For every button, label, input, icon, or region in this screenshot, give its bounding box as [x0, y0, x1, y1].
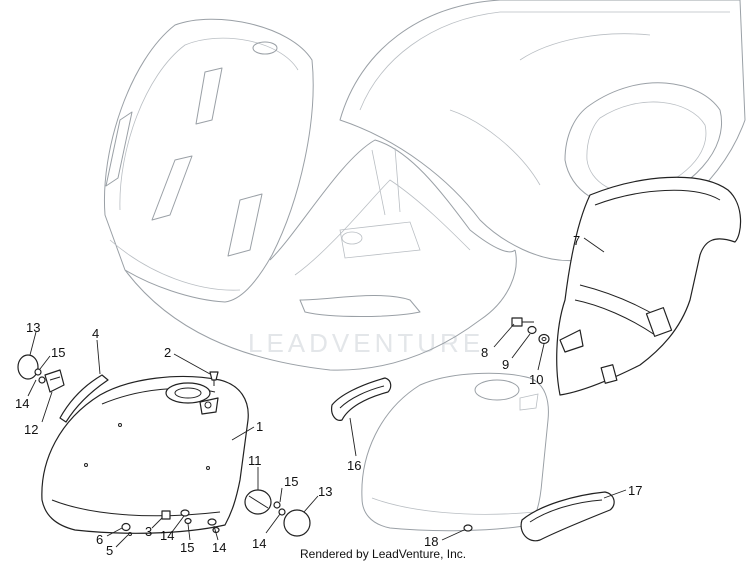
- callout-15: 15: [284, 474, 298, 489]
- part-17-gasket: [520, 491, 615, 542]
- part-4-gasket: [59, 374, 109, 423]
- watermark-text: LEADVENTURE: [248, 328, 484, 358]
- render-credit: Rendered by LeadVenture, Inc.: [300, 547, 466, 561]
- callout-1: 1: [256, 419, 263, 434]
- callout-8: 8: [481, 345, 488, 360]
- callout-9: 9: [502, 357, 509, 372]
- callout-14: 14: [160, 528, 174, 543]
- front-mudguard-ghost: [361, 372, 549, 532]
- callout-13: 13: [26, 320, 40, 335]
- right-cap-assembly: [244, 489, 311, 537]
- callout-12: 12: [24, 422, 38, 437]
- callout-13: 13: [318, 484, 332, 499]
- leader-lines: [27, 237, 627, 548]
- part-16-gasket: [331, 377, 392, 421]
- callout-4: 4: [92, 326, 99, 341]
- callout-5: 5: [106, 543, 113, 558]
- callout-15: 15: [51, 345, 65, 360]
- callout-3: 3: [145, 524, 152, 539]
- left-cap-assembly: [17, 354, 65, 393]
- callout-15: 15: [180, 540, 194, 555]
- callout-6: 6: [96, 532, 103, 547]
- callout-labels: 13 15 14 12 4 2 1 11 15 13 14 6 5 3 14 1…: [15, 233, 642, 558]
- callout-14: 14: [212, 540, 226, 555]
- callout-11: 11: [248, 453, 262, 468]
- part-1-front-mudguard: [41, 375, 249, 534]
- part-2-screw: [209, 371, 219, 386]
- callout-2: 2: [164, 345, 171, 360]
- callout-7: 7: [573, 233, 580, 248]
- callout-14: 14: [252, 536, 266, 551]
- callout-10: 10: [529, 372, 543, 387]
- callout-17: 17: [628, 483, 642, 498]
- hardware-small-parts: [121, 509, 220, 536]
- part-7-rear-mudguard: [556, 176, 742, 396]
- callout-14: 14: [15, 396, 29, 411]
- part-18-nut: [463, 524, 473, 532]
- fasteners-8-9-10: [511, 317, 550, 345]
- callout-16: 16: [347, 458, 361, 473]
- callout-18: 18: [424, 534, 438, 549]
